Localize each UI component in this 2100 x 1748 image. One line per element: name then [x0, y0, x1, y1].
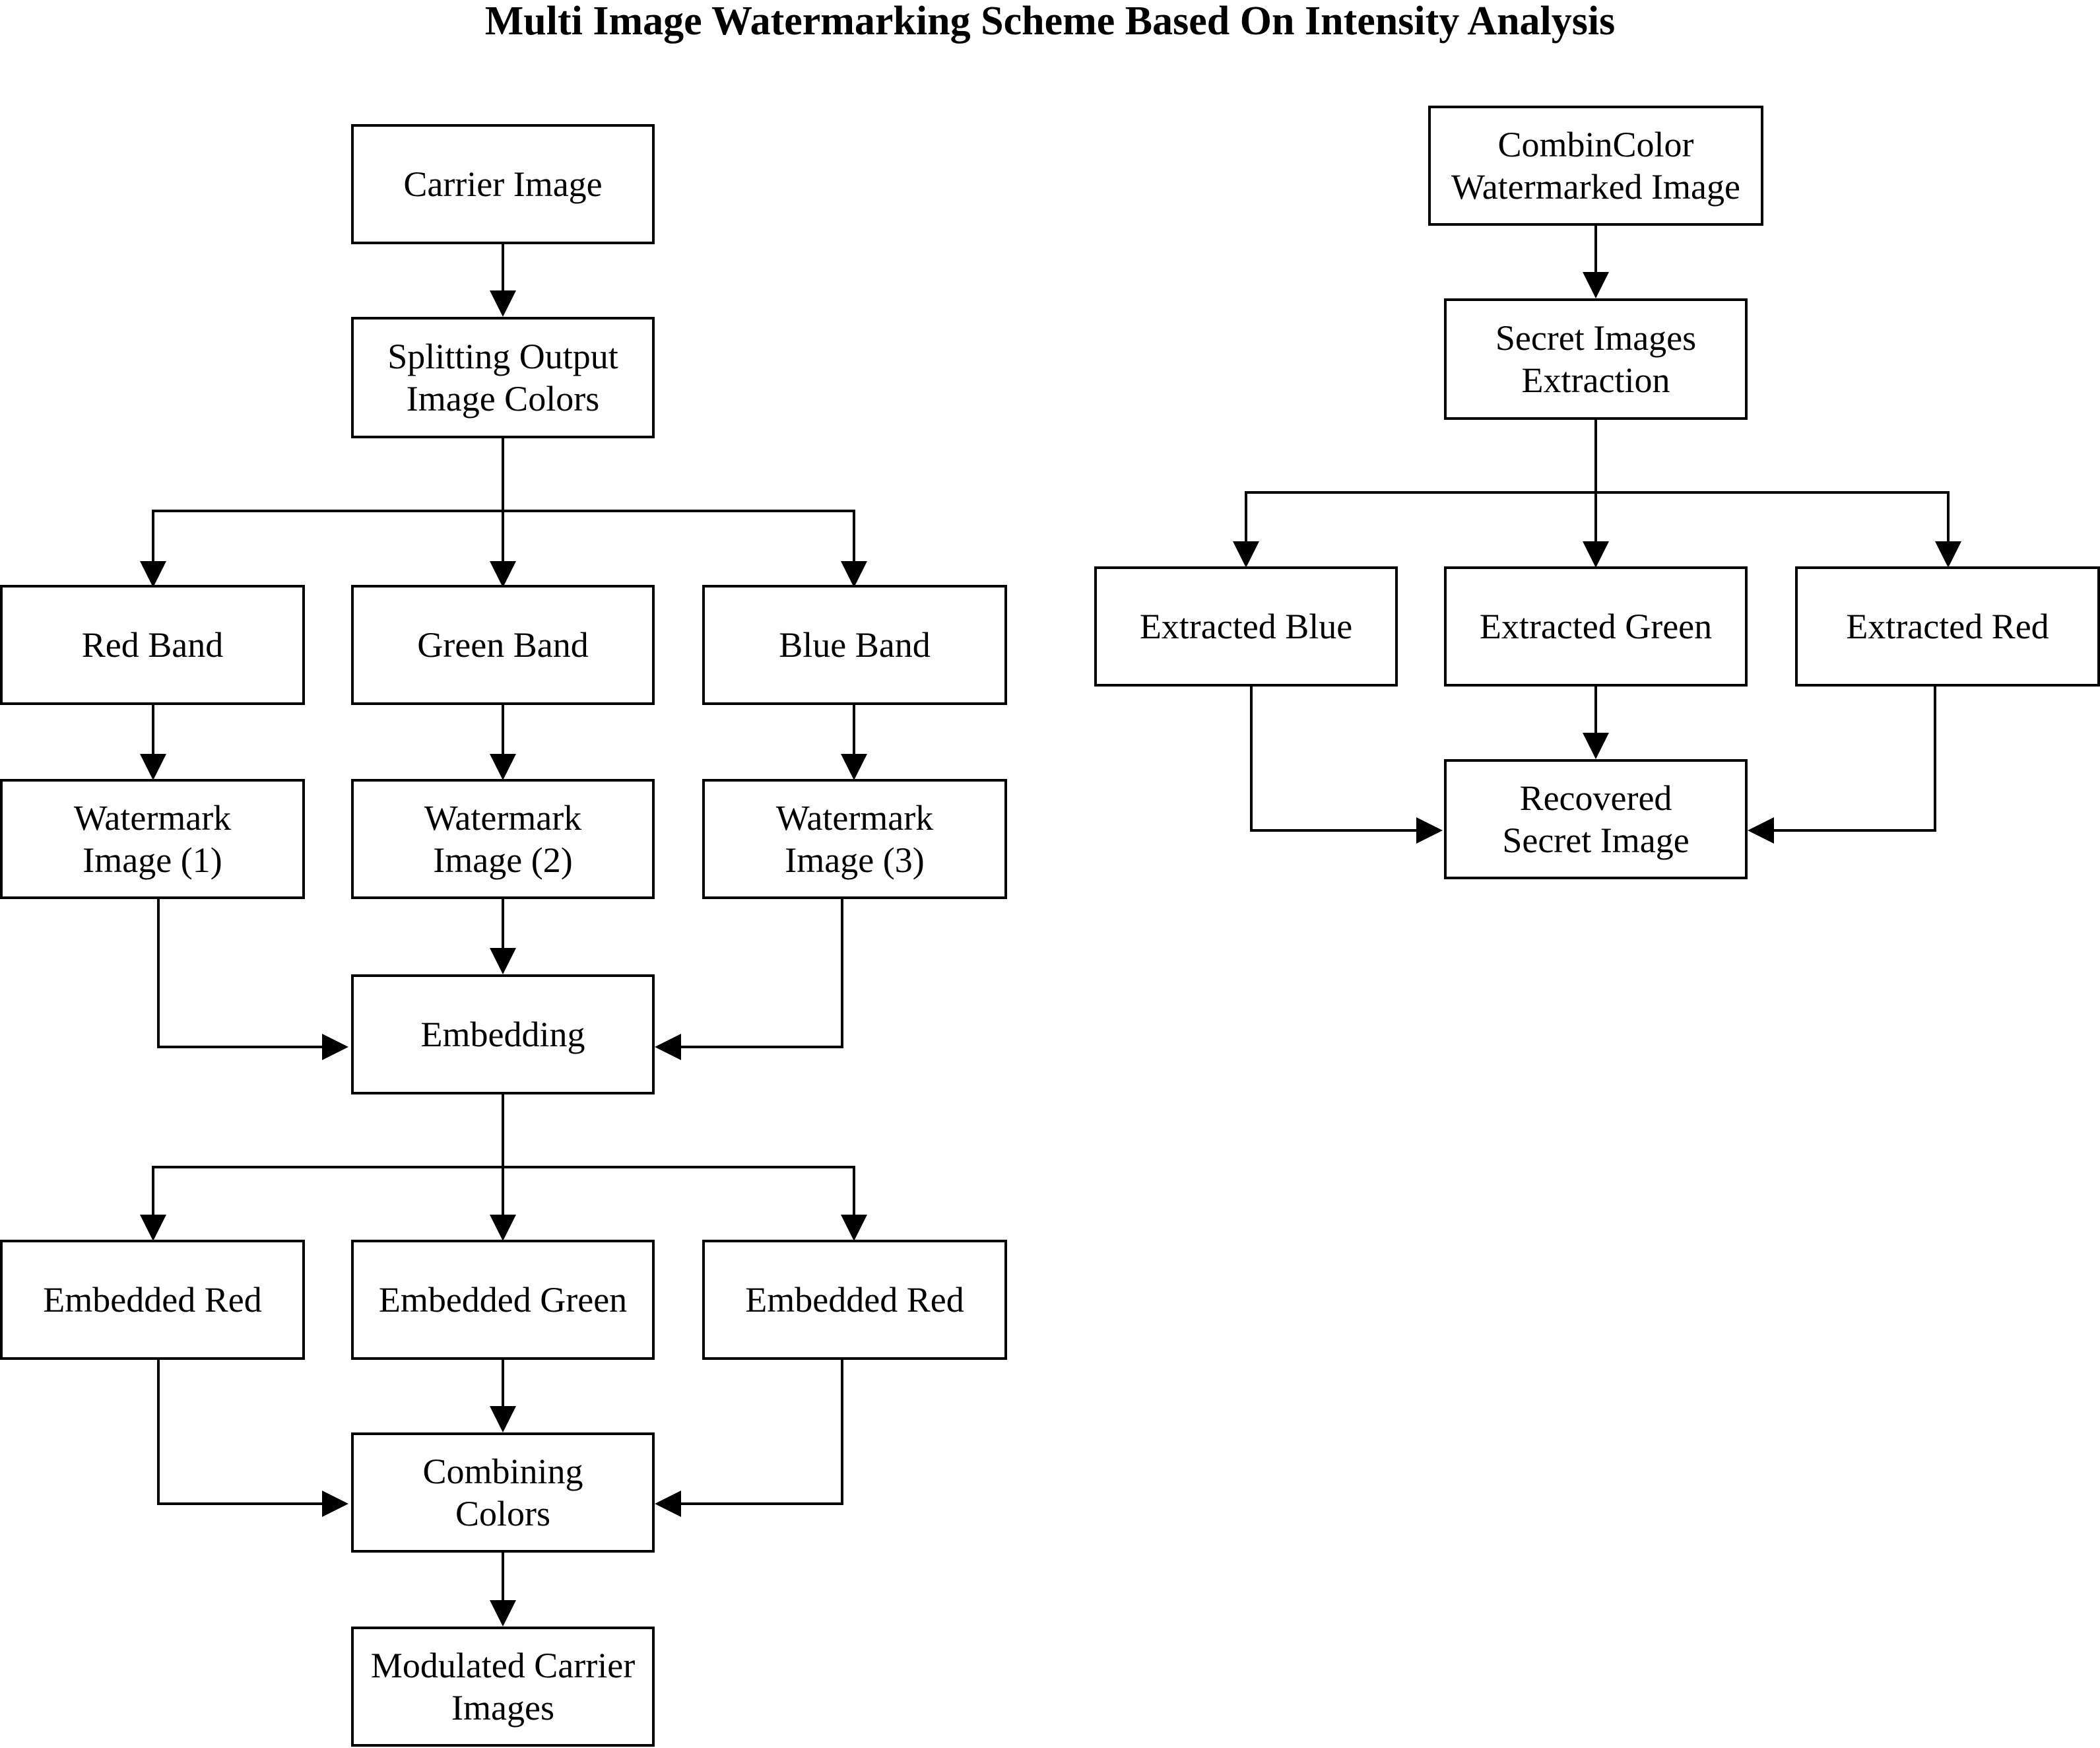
- edge-extracted-blue-to-recovered: [1250, 683, 1443, 844]
- box-embedded-red-left: Embedded Red: [0, 1240, 305, 1360]
- box-label-line: Combining: [422, 1452, 583, 1491]
- box-splitting-output-image-colors: Splitting Output Image Colors: [351, 317, 655, 438]
- box-label-line: Embedded Green: [378, 1280, 628, 1320]
- box-label-line: Extracted Green: [1479, 607, 1713, 646]
- box-label-line: Secret Image: [1502, 821, 1690, 860]
- box-label-line: Extraction: [1521, 360, 1670, 400]
- box-label-line: Watermarked Image: [1451, 167, 1740, 207]
- box-label-line: Modulated Carrier: [370, 1646, 636, 1685]
- box-modulated-carrier-images: Modulated Carrier Images: [351, 1627, 655, 1747]
- box-label-line: Extracted Red: [1846, 607, 2049, 646]
- box-combining-colors: Combining Colors: [351, 1432, 655, 1553]
- box-label-line: Splitting Output: [387, 337, 618, 376]
- box-extracted-blue: Extracted Blue: [1094, 566, 1398, 687]
- box-carrier-image: Carrier Image: [351, 124, 655, 244]
- edge-secret-extraction-to-extracted-blue: [1233, 420, 1597, 568]
- box-label-line: Image Colors: [406, 379, 600, 419]
- box-watermark-image-3: Watermark Image (3): [702, 779, 1007, 899]
- box-secret-images-extraction: Secret Images Extraction: [1444, 298, 1748, 420]
- box-embedding: Embedding: [351, 974, 655, 1094]
- box-watermark-image-1: Watermark Image (1): [0, 779, 305, 899]
- box-embedded-green: Embedded Green: [351, 1240, 655, 1360]
- box-label-line: Embedded Red: [745, 1280, 964, 1320]
- box-embedded-red-right: Embedded Red: [702, 1240, 1007, 1360]
- box-label-line: Image (2): [433, 840, 573, 880]
- box-extracted-green: Extracted Green: [1444, 566, 1748, 687]
- box-combincolor-watermarked-image: CombinColor Watermarked Image: [1428, 106, 1763, 226]
- box-label-line: Watermark: [73, 798, 232, 838]
- box-label-line: Images: [451, 1688, 554, 1728]
- box-label-line: Watermark: [775, 798, 934, 838]
- diagram-title: Multi Image Watermarking Scheme Based On…: [484, 0, 1616, 44]
- box-recovered-secret-image: Recovered Secret Image: [1444, 759, 1748, 879]
- box-blue-band: Blue Band: [702, 585, 1007, 705]
- box-label-line: Secret Images: [1495, 318, 1697, 358]
- box-label-line: Red Band: [81, 625, 224, 665]
- box-label-line: Colors: [455, 1494, 551, 1533]
- edge-embedded-red-right-to-combining: [655, 1356, 843, 1517]
- edge-extracted-red-to-recovered: [1748, 683, 1936, 844]
- box-extracted-red: Extracted Red: [1795, 566, 2100, 687]
- box-label-line: Image (3): [785, 840, 925, 880]
- box-red-band: Red Band: [0, 585, 305, 705]
- edge-splitting-to-blue-band: [503, 510, 867, 588]
- box-label-line: Extracted Blue: [1139, 607, 1353, 646]
- edge-embedding-to-embedded-red-left: [140, 1094, 504, 1241]
- edge-embedding-to-embedded-red-right: [503, 1166, 867, 1241]
- edge-splitting-to-red-band: [140, 438, 504, 588]
- box-label-line: Embedded Red: [43, 1280, 262, 1320]
- box-label-line: Green Band: [417, 625, 589, 665]
- box-label-line: Image (1): [82, 840, 222, 880]
- edge-secret-extraction-to-extracted-red: [1596, 491, 1961, 568]
- box-watermark-image-2: Watermark Image (2): [351, 779, 655, 899]
- edge-watermark-3-to-embedding: [655, 899, 843, 1060]
- box-label-line: CombinColor: [1497, 125, 1694, 164]
- edge-embedded-red-left-to-combining: [157, 1356, 348, 1517]
- box-green-band: Green Band: [351, 585, 655, 705]
- box-label-line: Carrier Image: [403, 164, 603, 204]
- box-label-line: Recovered: [1519, 778, 1672, 818]
- edge-watermark-1-to-embedding: [157, 899, 348, 1060]
- box-label-line: Watermark: [424, 798, 582, 838]
- box-label-line: Blue Band: [779, 625, 931, 665]
- box-label-line: Embedding: [420, 1015, 585, 1054]
